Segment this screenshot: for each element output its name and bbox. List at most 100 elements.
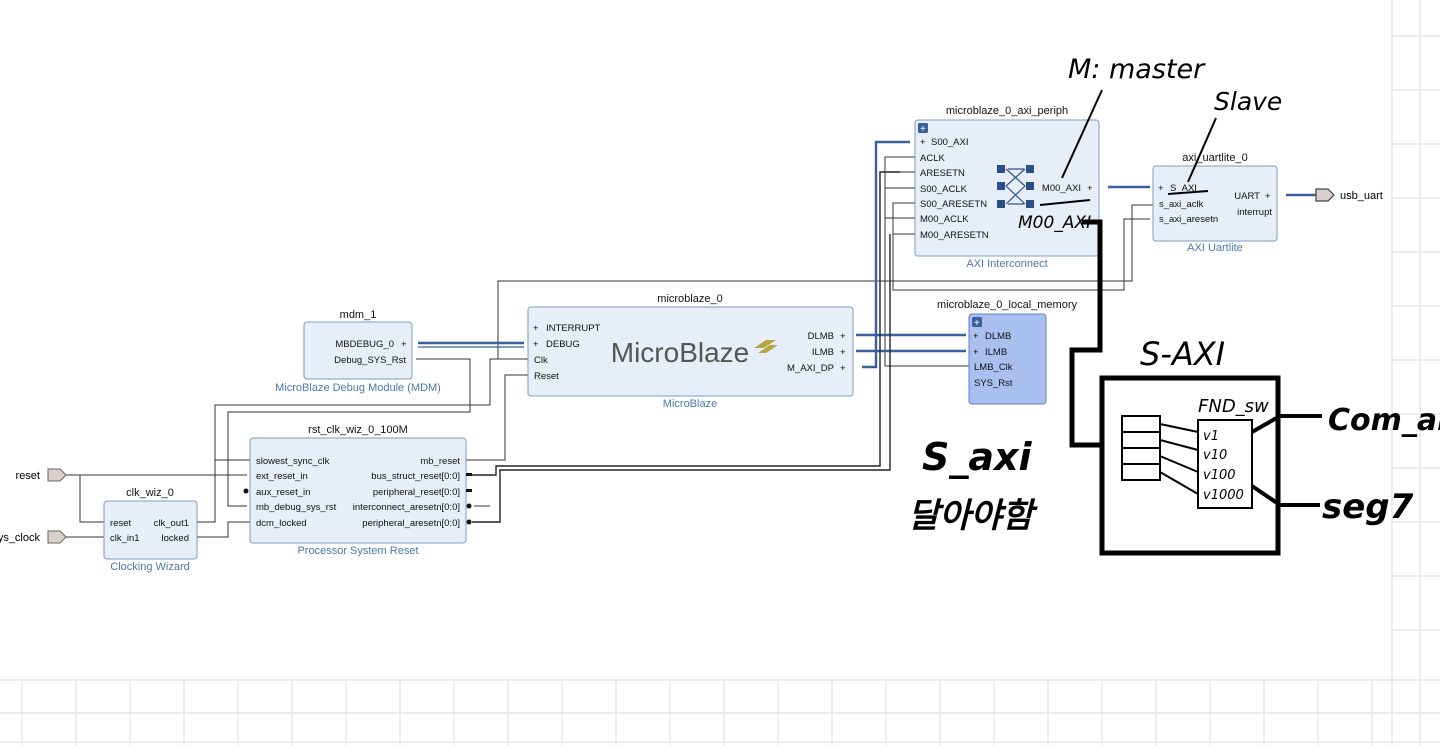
fnd-input-v1: v1 <box>1203 429 1219 444</box>
block-local-memory[interactable]: microblaze_0_local_memory + DLMB ILMB LM… <box>937 299 1078 405</box>
block-mdm[interactable]: mdm_1 MBDEBUG_0 Debug_SYS_Rst + MicroBla… <box>275 309 441 394</box>
port-label: interconnect_aresetn[0:0] <box>353 502 460 513</box>
port-label: ILMB <box>812 347 834 358</box>
plus-icon[interactable]: + <box>973 331 979 342</box>
expand-icon[interactable] <box>918 123 928 133</box>
port-label: ACLK <box>920 153 945 164</box>
fnd-sw-box <box>1197 419 1253 509</box>
plus-icon[interactable]: + <box>1087 183 1093 194</box>
block-axi-uartlite[interactable]: axi_uartlite_0 S_AXI + s_axi_aclk s_axi_… <box>1152 152 1278 254</box>
port-label: S00_AXI <box>931 137 969 148</box>
port-label: s_axi_aresetn <box>1159 214 1218 225</box>
net-reset <box>64 474 104 523</box>
microblaze-logo-icon <box>754 340 778 353</box>
m00-underline <box>1039 199 1091 206</box>
expand-icon[interactable] <box>972 317 982 327</box>
m00-note: M00_AXI <box>1018 213 1091 233</box>
plus-icon[interactable]: + <box>840 347 846 358</box>
port-label: reset <box>110 518 131 529</box>
slave-underline <box>1167 190 1209 195</box>
reset-port-label: reset <box>16 470 40 482</box>
block-axi-interconnect[interactable]: microblaze_0_axi_periph + S00_AXI + ACLK… <box>914 105 1100 270</box>
external-port-sys-clock[interactable]: ys_clock <box>0 530 67 544</box>
plus-icon[interactable]: + <box>920 137 926 148</box>
ip-name: MicroBlaze Debug Module (MDM) <box>275 382 441 394</box>
port-label: UART <box>1234 191 1260 202</box>
net-clk-top <box>497 204 1153 359</box>
plus-icon[interactable]: + <box>533 339 539 350</box>
port-label: M_AXI_DP <box>787 363 834 374</box>
nets <box>64 156 1153 538</box>
expand-plus: + <box>920 124 926 135</box>
plus-icon[interactable]: + <box>840 363 846 374</box>
plus-icon[interactable]: + <box>533 323 539 334</box>
port-label: ILMB <box>985 347 1007 358</box>
instance-name: axi_uartlite_0 <box>1182 152 1247 164</box>
port-label: S_AXI <box>1170 183 1197 194</box>
usb-uart-port-label: usb_uart <box>1340 190 1383 202</box>
master-pointer <box>1061 89 1103 179</box>
plus-icon[interactable]: + <box>973 347 979 358</box>
slave-pointer <box>1187 117 1217 183</box>
port-label: bus_struct_reset[0:0] <box>371 471 460 482</box>
port-label: MBDEBUG_0 <box>335 339 394 350</box>
net-clk-lmb <box>884 281 970 367</box>
port-label: mb_reset <box>420 456 460 467</box>
instance-name: microblaze_0_axi_periph <box>946 105 1068 117</box>
microblaze-logo-text: MicroBlaze <box>611 337 749 368</box>
fnd-input-v10: v10 <box>1203 448 1227 463</box>
handwritten-annotations: M: master Slave M00_AXI S-AXI S_axi 달아야함… <box>908 54 1440 556</box>
block-microblaze[interactable]: microblaze_0 INTERRUPT DEBUG Clk Reset +… <box>527 293 854 410</box>
external-port-reset[interactable]: reset <box>16 468 67 482</box>
fnd-input-v1000: v1000 <box>1203 488 1244 503</box>
out-seg-label: seg7 <box>1322 487 1414 527</box>
fnd-title: FND_sw <box>1198 396 1269 417</box>
sys-clock-port-label: ys_clock <box>0 532 40 544</box>
net-clk-out1 <box>197 358 498 523</box>
port-label: slowest_sync_clk <box>256 456 330 467</box>
ip-name: MicroBlaze <box>663 398 717 410</box>
port-label: Reset <box>534 371 559 382</box>
port-label: M00_AXI <box>1042 183 1081 194</box>
port-label: S00_ACLK <box>920 184 968 195</box>
port-label: clk_out1 <box>154 518 189 529</box>
instance-name: microblaze_0_local_memory <box>937 299 1078 311</box>
plus-icon[interactable]: + <box>1158 183 1164 194</box>
port-label: DLMB <box>985 331 1011 342</box>
block-proc-sys-reset[interactable]: rst_clk_wiz_0_100M slowest_sync_clk ext_… <box>243 424 473 557</box>
input-port-icon <box>47 468 67 482</box>
port-label: INTERRUPT <box>546 323 601 334</box>
plus-icon[interactable]: + <box>1265 191 1271 202</box>
ip-name: AXI Uartlite <box>1187 242 1243 254</box>
ip-name: Processor System Reset <box>297 545 418 557</box>
port-label: ext_reset_in <box>256 471 308 482</box>
instance-name: clk_wiz_0 <box>126 487 174 499</box>
external-port-usb-uart[interactable]: usb_uart <box>1315 188 1383 202</box>
saxi-label: S-AXI <box>1140 335 1225 373</box>
bus-axi-dp <box>862 140 910 369</box>
port-label: locked <box>162 533 189 544</box>
ip-name: Clocking Wizard <box>110 561 189 573</box>
plus-icon[interactable]: + <box>401 339 407 350</box>
plus-icon[interactable]: + <box>840 331 846 342</box>
crossbar-icon <box>997 165 1034 208</box>
instance-name: microblaze_0 <box>657 293 722 305</box>
instance-name: mdm_1 <box>340 309 377 321</box>
port-label: Debug_SYS_Rst <box>334 355 406 366</box>
output-port-icon <box>1315 188 1335 202</box>
port-label: SYS_Rst <box>974 378 1013 389</box>
port-label: DEBUG <box>546 339 580 350</box>
net-mb-reset <box>466 374 528 461</box>
net-clk-ic2 <box>885 187 915 219</box>
slave-note: Slave <box>1214 87 1282 116</box>
master-note: M: master <box>1068 54 1206 85</box>
saxi-note-line1: S_axi <box>922 435 1033 479</box>
port-label: mb_debug_sys_rst <box>256 502 337 513</box>
net-debug-rst <box>227 358 471 507</box>
fnd-module-box <box>1099 375 1281 556</box>
handwritten-connection <box>1069 219 1103 448</box>
fnd-input-stack <box>1121 415 1199 495</box>
block-clk-wiz[interactable]: clk_wiz_0 reset clk_in1 clk_out1 locked … <box>103 487 198 573</box>
